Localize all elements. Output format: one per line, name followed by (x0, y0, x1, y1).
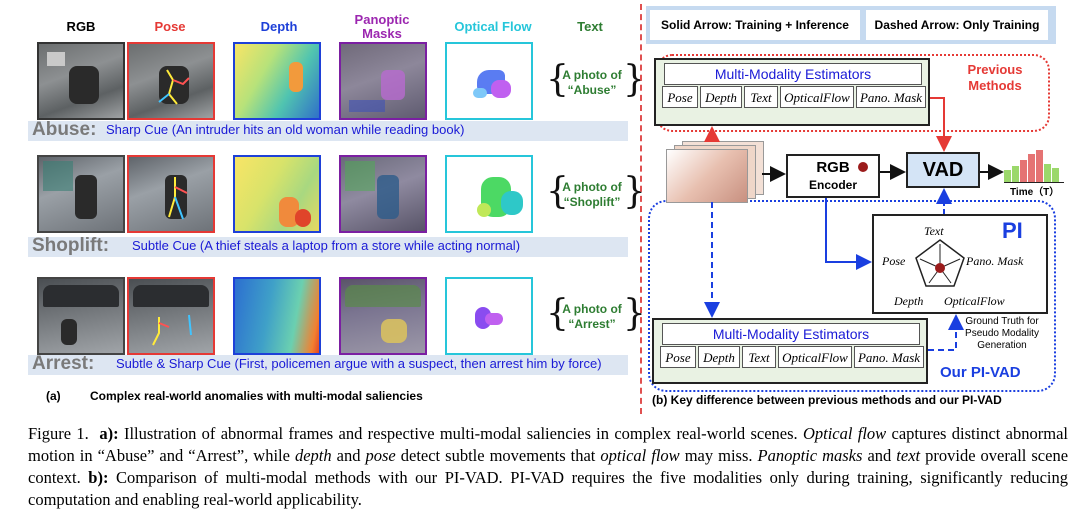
optical-flow-frame-shoplift (445, 155, 533, 233)
pose-frame-shoplift (127, 155, 215, 233)
cue-bar-arrest: Arrest: Subtle & Sharp Cue (First, polic… (28, 353, 628, 375)
modality-depth-pivad: Depth (698, 346, 740, 368)
modality-pano-mask: Pano. Mask (856, 86, 926, 108)
caption-text: and (331, 446, 366, 465)
pi-node-pano-mask: Pano. Mask (966, 254, 1024, 268)
pi-node-pose: Pose (882, 254, 906, 268)
text-prompt-shoplift: A photo of “Shoplift” (562, 180, 622, 209)
panoptic-frame-shoplift (339, 155, 427, 233)
caption-a-label: a): (99, 424, 119, 443)
subfigure-a-caption: Complex real-world anomalies with multi-… (90, 389, 423, 403)
caption-emphasis: depth (294, 446, 332, 465)
modality-pose-pivad: Pose (660, 346, 696, 368)
estimators-box-pivad: Multi-Modality Estimators Pose Depth Tex… (652, 318, 928, 384)
our-pivad-region (648, 200, 1056, 392)
depth-frame-arrest (233, 277, 321, 355)
caption-text: and (862, 446, 897, 465)
header-panoptic-masks: Panoptic Masks (354, 12, 410, 41)
modality-depth: Depth (700, 86, 742, 108)
modality-optical-flow: OpticalFlow (780, 86, 854, 108)
caption-text: captures distinct abnormal motion in “Ab… (28, 424, 1068, 465)
caption-emphasis: Panoptic masks (757, 446, 863, 465)
rgb-encoder-box: RGB Encoder (786, 154, 880, 198)
header-rgb: RGB (66, 19, 96, 34)
cue-name-shoplift: Shoplift: (32, 235, 110, 256)
time-axis-label: Time（T） (1010, 187, 1060, 198)
pi-node-depth: Depth (894, 294, 924, 308)
caption-text: detect subtle movements that (395, 446, 601, 465)
caption-emphasis: Optical flow (802, 424, 887, 443)
text-prompt-abuse: A photo of “Abuse” (562, 68, 622, 97)
brace-left-arrest: { (546, 293, 569, 334)
subfigure-a-label: (a) (46, 389, 61, 403)
pi-pentagon (915, 239, 965, 287)
cue-name-arrest: Arrest: (32, 353, 95, 374)
caption-text: Comparison of multi-modal methods with o… (28, 468, 1068, 509)
legend-dashed: Dashed Arrow: Only Training (866, 10, 1048, 40)
estimators-title-pivad: Multi-Modality Estimators (662, 323, 920, 345)
encoder-dot-icon (858, 162, 868, 172)
panoptic-frame-abuse (339, 42, 427, 120)
pi-label: PI (1002, 218, 1023, 243)
estimators-box-previous: Multi-Modality Estimators Pose Depth Tex… (654, 58, 930, 126)
caption-b-label: b): (88, 468, 109, 487)
caption-text: provide overall scene context. (28, 446, 1069, 487)
brace-left-shoplift: { (546, 171, 569, 212)
cue-bar-abuse: Abuse: Sharp Cue (An intruder hits an ol… (28, 119, 628, 141)
rgb-frame-abuse (37, 42, 125, 120)
cue-text-abuse: Sharp Cue (An intruder hits an old woman… (106, 122, 465, 137)
ground-truth-note: Ground Truth for Pseudo Modality Generat… (965, 316, 1039, 351)
rgb-encoder-subtitle: Encoder (808, 178, 857, 192)
modality-text-pivad: Text (742, 346, 776, 368)
pose-frame-abuse (127, 42, 215, 120)
depth-frame-abuse (233, 42, 321, 120)
cue-text-shoplift: Subtle Cue (A thief steals a laptop from… (132, 238, 521, 253)
our-pivad-label: Our PI-VAD (940, 364, 1021, 381)
modality-pano-mask-pivad: Pano. Mask (854, 346, 924, 368)
caption-text: Illustration of abnormal frames and resp… (118, 424, 803, 443)
previous-methods-label: Previous Methods (967, 62, 1023, 93)
caption-emphasis: text (896, 446, 921, 465)
text-prompt-arrest: A photo of “Arrest” (562, 302, 622, 331)
panel-divider (640, 4, 642, 414)
header-depth: Depth (260, 19, 298, 34)
header-text: Text (577, 19, 603, 34)
caption-emphasis: pose (365, 446, 396, 465)
figure-number: Figure 1. (28, 424, 89, 443)
optical-flow-frame-arrest (445, 277, 533, 355)
panoptic-frame-arrest (339, 277, 427, 355)
rgb-encoder-title: RGB (816, 159, 850, 176)
caption-emphasis: optical flow (600, 446, 680, 465)
pose-frame-arrest (127, 277, 215, 355)
vad-box: VAD (906, 152, 980, 188)
header-pose: Pose (154, 19, 186, 34)
cue-bar-shoplift: Shoplift: Subtle Cue (A thief steals a l… (28, 235, 628, 257)
rgb-frame-shoplift (37, 155, 125, 233)
header-optical-flow: Optical Flow (454, 19, 532, 34)
modality-text: Text (744, 86, 778, 108)
optical-flow-frame-abuse (445, 42, 533, 120)
caption-text: may miss. (679, 446, 758, 465)
subfigure-b-caption: (b) Key difference between previous meth… (652, 393, 1002, 407)
modality-optical-flow-pivad: OpticalFlow (778, 346, 852, 368)
brace-left-abuse: { (546, 59, 569, 100)
depth-frame-shoplift (233, 155, 321, 233)
estimators-title-previous: Multi-Modality Estimators (664, 63, 922, 85)
pi-box: PI Text Pose Pano. Mask Depth OpticalFlo… (872, 214, 1048, 314)
figure-caption: Figure 1. a): Illustration of abnormal f… (28, 423, 1068, 511)
cue-text-arrest: Subtle & Sharp Cue (First, policemen arg… (116, 356, 602, 371)
modality-pose: Pose (662, 86, 698, 108)
rgb-frame-arrest (37, 277, 125, 355)
pi-node-text: Text (924, 224, 944, 238)
pi-node-optical-flow: OpticalFlow (944, 294, 1005, 308)
cue-name-abuse: Abuse: (32, 119, 97, 140)
legend-solid: Solid Arrow: Training + Inference (650, 10, 860, 40)
